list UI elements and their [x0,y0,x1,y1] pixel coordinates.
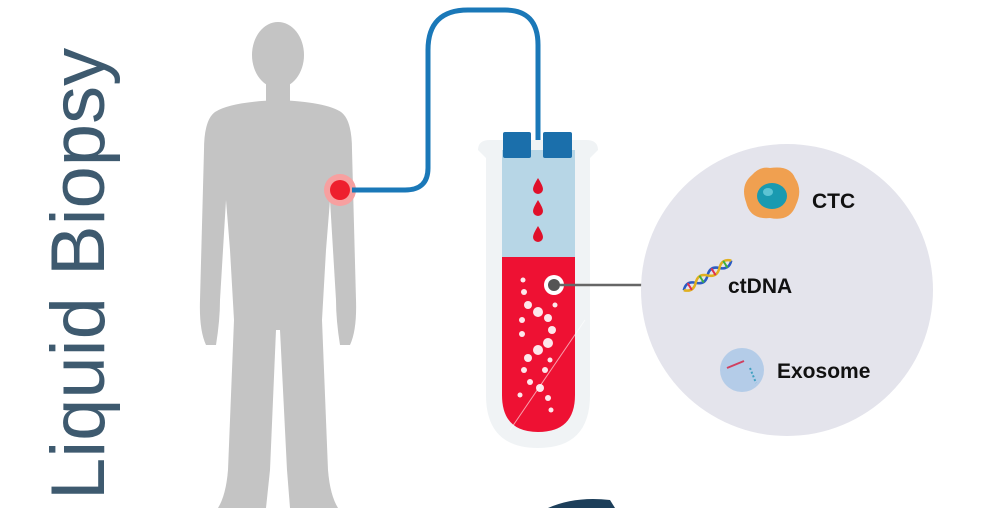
ctc-label: CTC [812,190,855,213]
blood-test-tube [478,132,598,448]
diagram-title: Liquid Biopsy [36,48,121,500]
partial-bottom-shape [548,499,615,508]
ctdna-label: ctDNA [728,275,792,298]
dna-helix-dots [517,277,558,413]
biomarker-zoom-circle [641,144,933,436]
tube-cap-right [543,132,572,158]
blood-draw-tubing [352,7,541,193]
tumor-cell-icon [744,167,800,219]
dna-icon [682,258,733,292]
exosome-icon [720,348,764,392]
human-silhouette [199,22,357,508]
tube-cap-left [503,132,531,158]
blood-drops [533,178,543,242]
exosome-label: Exosome [777,360,870,383]
